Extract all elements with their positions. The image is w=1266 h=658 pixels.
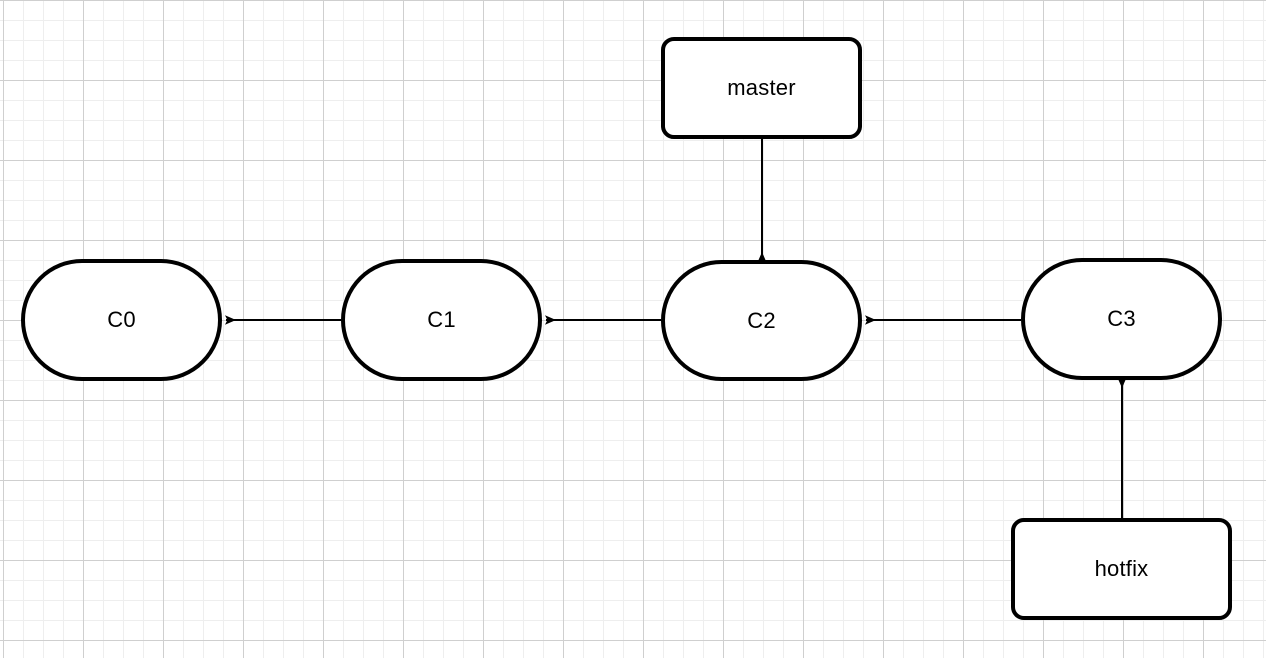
- commit-node-c1[interactable]: C1: [341, 259, 542, 381]
- commit-node-c1-label: C1: [427, 307, 456, 332]
- commit-node-c3-label: C3: [1107, 306, 1136, 331]
- commit-node-c2[interactable]: C2: [661, 260, 862, 381]
- branch-label-master[interactable]: master: [661, 37, 862, 139]
- branch-label-master-text: master: [727, 75, 796, 100]
- commit-node-c0-label: C0: [107, 307, 136, 332]
- branch-label-hotfix[interactable]: hotfix: [1011, 518, 1232, 620]
- commit-node-c3[interactable]: C3: [1021, 258, 1222, 380]
- commit-node-c0[interactable]: C0: [21, 259, 222, 381]
- commit-node-c2-label: C2: [747, 307, 776, 333]
- branch-label-hotfix-text: hotfix: [1094, 556, 1149, 581]
